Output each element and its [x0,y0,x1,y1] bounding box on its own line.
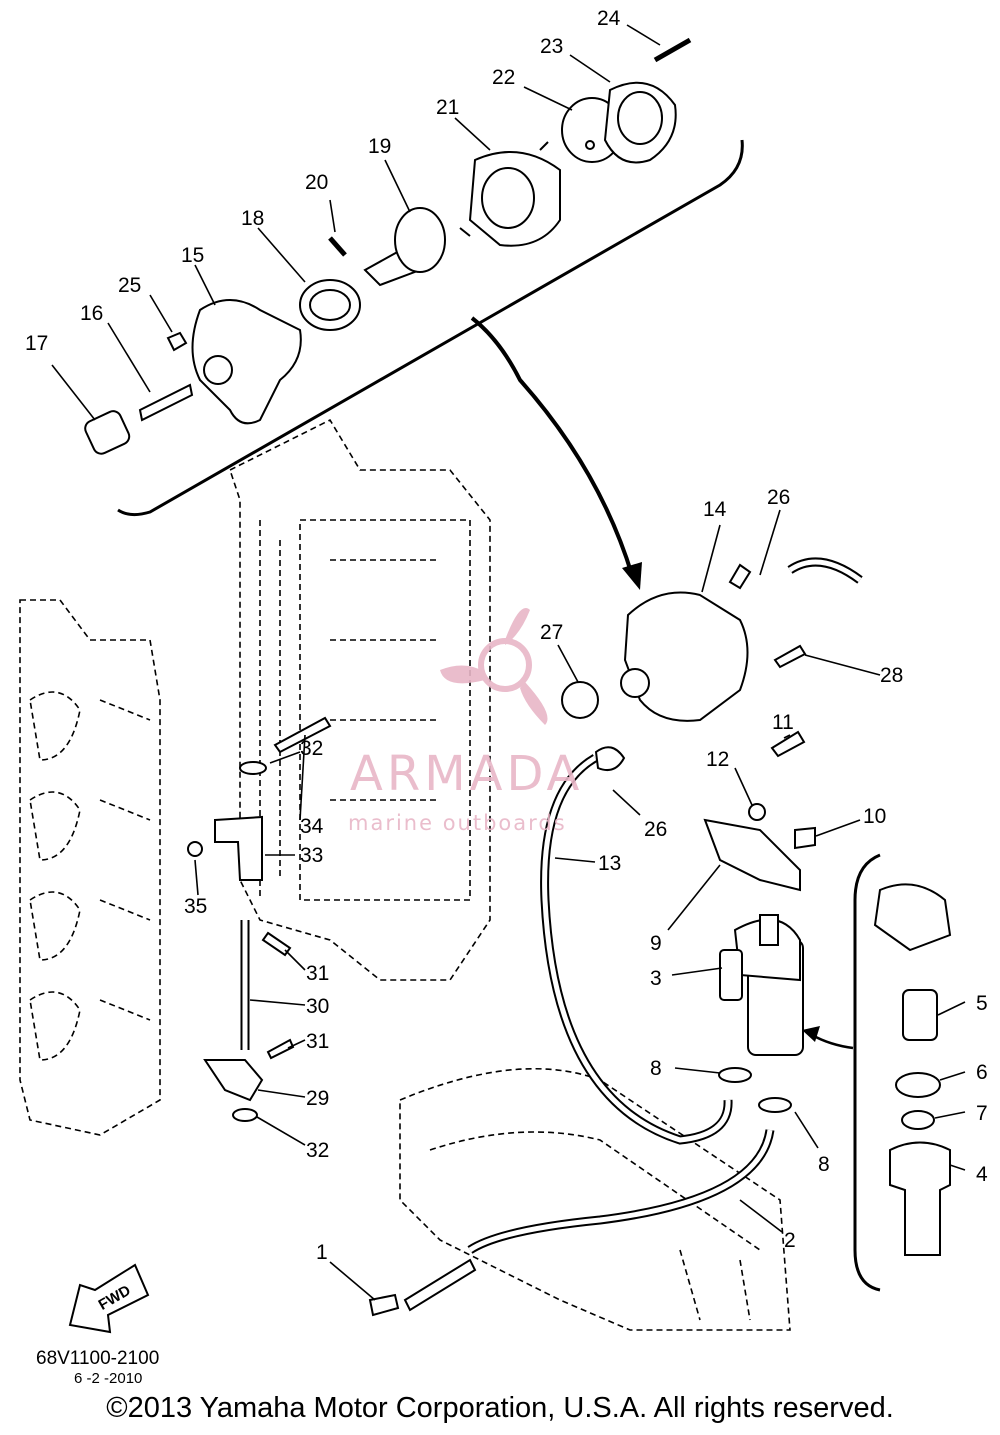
fuel-pump-exploded [84,37,692,455]
callout-3: 3 [650,967,662,990]
fuel-filter [718,914,804,1113]
callout-13: 13 [598,852,621,875]
callout-33: 33 [300,844,323,867]
leader-lines [51,24,966,1301]
filter-pointer-head [802,1026,820,1042]
filter-element-parts [873,883,952,1256]
cylinder-head [19,599,161,1136]
callout-27: 27 [540,621,563,644]
callout-35: 35 [184,895,207,918]
filter-pointer [811,1033,854,1050]
callout-31a: 31 [306,962,329,985]
callout-25: 25 [118,274,141,297]
callout-10: 10 [863,805,886,828]
diagram-code: 68V1100-2100 [36,1348,160,1369]
callout-22: 22 [492,66,515,89]
callout-5: 5 [976,992,988,1015]
callout-2: 2 [784,1229,796,1252]
fuel-hose-13 [540,754,733,1145]
callout-7: 7 [976,1102,988,1125]
bottom-cowling [399,1068,791,1331]
callout-23: 23 [540,35,563,58]
callout-32b: 32 [306,1139,329,1162]
callout-12: 12 [706,748,729,771]
callout-6: 6 [976,1061,988,1084]
watermark-title: ARMADA [350,746,583,802]
pointer-arrow [470,316,634,576]
callout-26a: 26 [767,486,790,509]
callout-9: 9 [650,932,662,955]
callout-8a: 8 [650,1057,662,1080]
vent-hose-inner [788,559,862,583]
callout-11: 11 [772,711,794,734]
callout-20: 20 [305,171,328,194]
callout-32a: 32 [300,737,323,760]
exploded-view-bracket [117,139,744,517]
callout-30: 30 [306,995,329,1018]
callout-31b: 31 [306,1030,329,1053]
callout-8b: 8 [818,1153,830,1176]
watermark: ARMADA marine outboards [348,608,583,835]
fuel-pump-assembly [561,563,807,771]
filter-bracket [853,853,881,1292]
filter-bracket-part [703,730,816,892]
callout-34: 34 [300,815,324,838]
callout-4: 4 [976,1163,988,1186]
copyright-notice: ©2013 Yamaha Motor Corporation, U.S.A. A… [106,1392,894,1424]
watermark-subtitle: marine outboards [348,811,567,835]
diagram-date: 6 -2 -2010 [74,1370,143,1387]
callout-24: 24 [597,7,621,30]
callout-21: 21 [436,96,459,119]
callouts: 1 2 3 4 5 6 7 8 8 9 10 11 12 13 14 15 16… [25,7,988,1264]
fwd-arrow: FWD [68,1263,150,1334]
callout-19: 19 [368,135,391,158]
cylinder-block [229,418,491,981]
fuel-hose-13-inner [542,755,731,1143]
callout-17: 17 [25,332,48,355]
pointer-arrowhead [622,562,642,590]
callout-1: 1 [316,1241,328,1264]
callout-28: 28 [880,664,903,687]
callout-29: 29 [306,1087,329,1110]
callout-18: 18 [241,207,264,230]
fuel-hose-2-inner [468,1129,773,1253]
callout-14: 14 [703,498,727,521]
callout-26b: 26 [644,818,667,841]
callout-15: 15 [181,244,204,267]
callout-16: 16 [80,302,103,325]
joint-parts [187,716,477,1317]
